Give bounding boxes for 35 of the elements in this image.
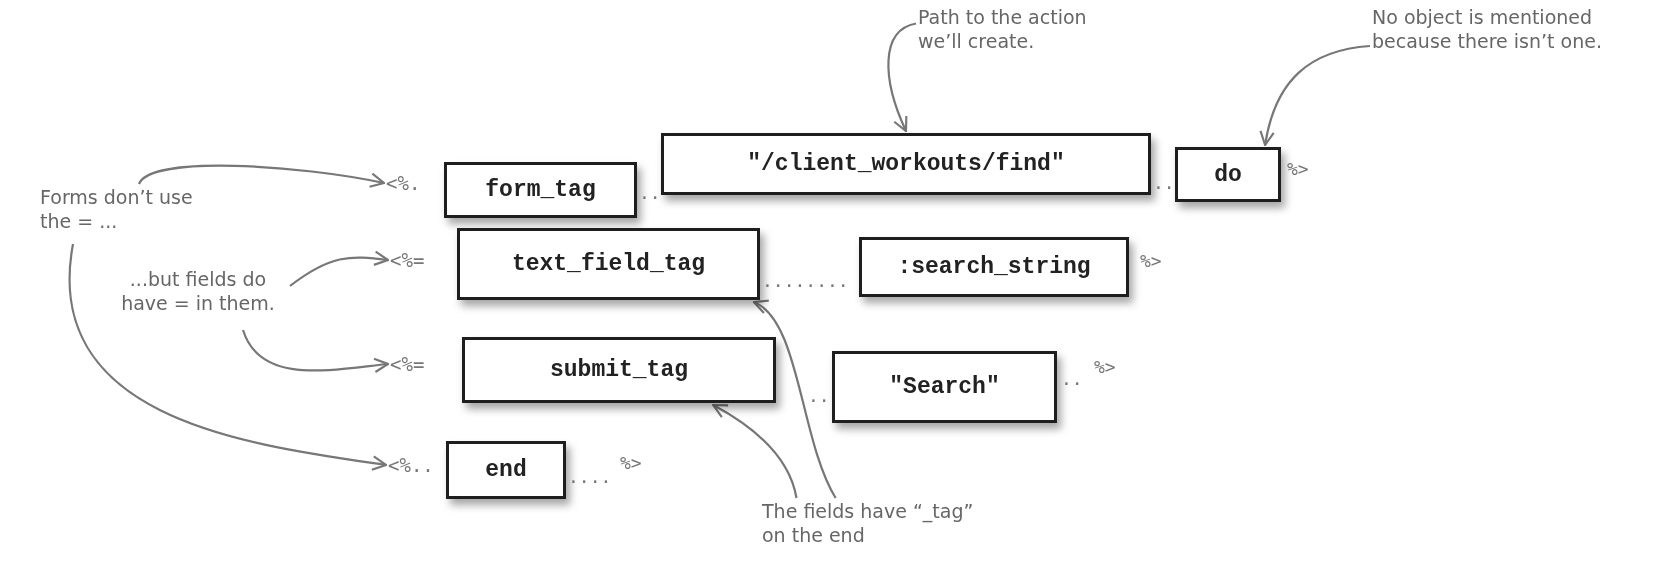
code-box: do — [1175, 147, 1281, 202]
curved-arrow — [242, 329, 390, 374]
annotation-note: ...but fields do have = in them. — [108, 268, 288, 316]
erb-tag-text: <%= — [390, 351, 425, 377]
code-filler-text: %> — [620, 452, 642, 473]
curved-arrow — [887, 22, 917, 133]
code-filler-text: .... — [568, 466, 612, 487]
annotation-note: No object is mentioned because there isn’t one. — [1372, 6, 1662, 54]
curved-arrow — [752, 300, 837, 499]
code-filler-text: ........ — [762, 270, 849, 291]
erb-tag-text: <%.. — [388, 452, 434, 478]
curved-arrow — [138, 164, 386, 189]
curved-arrow — [289, 250, 390, 287]
erb-tag-text: <%= — [390, 247, 425, 273]
erb-tag-text: <%. — [386, 170, 421, 196]
annotation-note: The fields have “_tag” on the end — [762, 500, 992, 548]
code-filler-text: .. — [1061, 368, 1083, 389]
code-box: text_field_tag — [457, 228, 760, 300]
code-box: "/client_workouts/find" — [661, 133, 1151, 195]
curved-arrow — [68, 243, 388, 471]
code-filler-text: %> — [1094, 356, 1116, 377]
code-box: end — [446, 441, 566, 499]
curved-arrow — [1260, 44, 1371, 147]
annotation-note: Path to the action we’ll create. — [918, 6, 1108, 54]
code-box: "Search" — [832, 351, 1057, 423]
curved-arrow — [712, 403, 798, 499]
code-filler-text: %> — [1287, 158, 1309, 179]
code-filler-text: .. — [808, 385, 830, 406]
code-filler-text: .. — [1153, 172, 1175, 193]
code-filler-text: %> — [1140, 250, 1162, 271]
code-box: :search_string — [859, 237, 1129, 297]
code-box: form_tag — [444, 162, 637, 218]
code-box: submit_tag — [462, 337, 776, 403]
code-filler-text: .. — [639, 182, 661, 203]
annotation-note: Forms don’t use the = ... — [40, 186, 205, 234]
